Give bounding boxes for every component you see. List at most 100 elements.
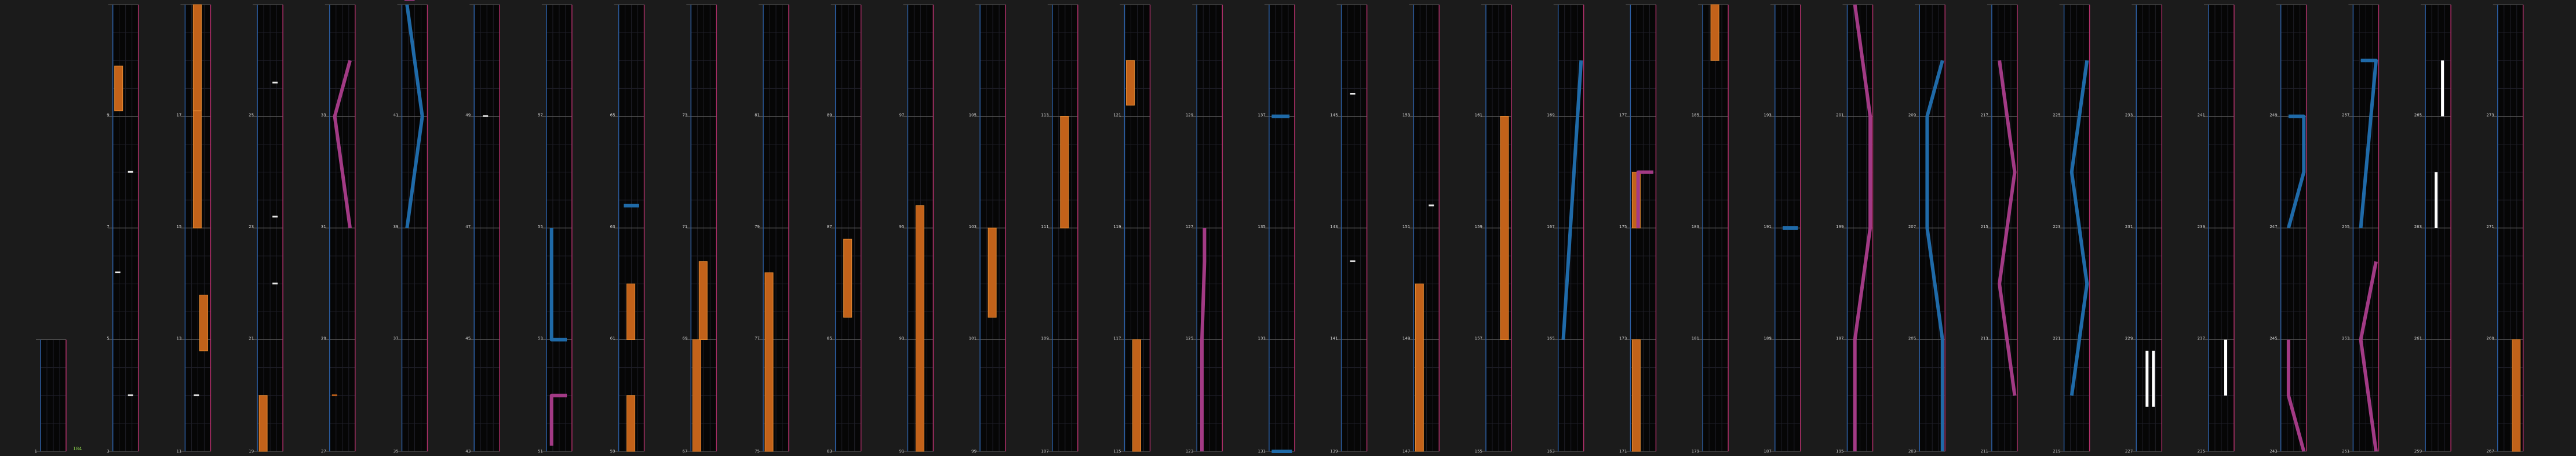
measure-number: 269 (2486, 336, 2494, 341)
hold-note (192, 4, 202, 111)
measure-number: 163 (1547, 449, 1554, 454)
measure-number: 217 (1981, 113, 1988, 118)
measure-number: 273 (2486, 113, 2494, 118)
measure-number: 137 (1258, 113, 1266, 118)
measure-column (1842, 4, 1874, 452)
slide-path (2286, 339, 2306, 452)
measure-number: 107 (1041, 449, 1048, 454)
slide-path (1200, 228, 1207, 451)
measure-number: 45 (465, 336, 471, 341)
measure-column (686, 4, 717, 452)
measure-number: 221 (2053, 336, 2060, 341)
note-layer (114, 0, 2521, 453)
measure-number: 259 (2414, 449, 2422, 454)
measure-number: 175 (1619, 225, 1627, 229)
slide-path (2069, 60, 2089, 396)
measure-number: 5 (107, 336, 109, 341)
measure-number: 131 (1258, 449, 1266, 454)
hold-note (692, 339, 701, 452)
measure-number: 67 (682, 449, 687, 454)
measure-number: 59 (610, 449, 615, 454)
measure-number: 143 (1330, 225, 1338, 229)
hold-note (1060, 116, 1069, 229)
measure-number: 235 (2198, 449, 2205, 454)
measure-number: 149 (1402, 336, 1410, 341)
measure-number: 1 (35, 449, 37, 454)
hold-note (1500, 116, 1509, 340)
measure-column (1192, 4, 1223, 452)
measure-column (1264, 4, 1295, 452)
measure-column (1626, 4, 1657, 452)
measure-number: 257 (2342, 113, 2349, 118)
measure-number: 119 (1113, 225, 1121, 229)
tap-note (272, 215, 278, 218)
measure-column (2059, 4, 2090, 452)
measure-number: 271 (2486, 225, 2494, 229)
slide-path (2287, 114, 2306, 229)
measure-column (253, 4, 283, 452)
measure-column (325, 4, 356, 452)
measure-number: 49 (465, 113, 471, 118)
hold-note (626, 283, 636, 340)
stick-note (2152, 350, 2155, 407)
measure-number: 187 (1764, 449, 1771, 454)
measure-number: 165 (1547, 336, 1554, 341)
tap-note (272, 81, 278, 84)
measure-number: 27 (321, 449, 326, 454)
measure-number: 43 (465, 449, 471, 454)
measure-column (1915, 4, 1945, 452)
measure-number: 161 (1475, 113, 1482, 118)
measure-number: 71 (682, 225, 687, 229)
measure-number: 139 (1330, 449, 1338, 454)
measure-number: 55 (538, 225, 543, 229)
measure-number: 47 (465, 225, 471, 229)
hold-note (1126, 60, 1135, 106)
slide-path (1561, 60, 1583, 340)
measure-column (2204, 4, 2235, 452)
measure-number: 157 (1475, 336, 1482, 341)
measure-number: 229 (2125, 336, 2133, 341)
bpm-readout: 184 (73, 446, 82, 451)
measure-number: 117 (1113, 336, 1121, 341)
tap-note (1350, 93, 1356, 95)
hold-note (2512, 339, 2521, 452)
tap-note (127, 171, 133, 173)
slide-path (1925, 60, 1944, 451)
measure-number: 17 (176, 113, 181, 118)
measure-number: 191 (1764, 225, 1771, 229)
hold-note (1415, 283, 1424, 452)
hold-note (258, 395, 268, 452)
measure-number: 37 (393, 336, 399, 341)
measure-number: 247 (2269, 225, 2277, 229)
measure-number: 249 (2269, 113, 2277, 118)
measure-number: 213 (1981, 336, 1988, 341)
measure-number: 189 (1764, 336, 1771, 341)
measure-number: 123 (1186, 449, 1193, 454)
tap-note (331, 394, 337, 396)
measure-number: 129 (1186, 113, 1193, 118)
measure-number: 29 (321, 336, 326, 341)
measure-number: 111 (1041, 225, 1048, 229)
measure-column (759, 4, 789, 452)
measure-number: 209 (1908, 113, 1916, 118)
measure-number: 95 (899, 225, 904, 229)
measure-number: 231 (2125, 225, 2133, 229)
measure-number: 261 (2414, 336, 2422, 341)
measure-number: 267 (2486, 449, 2494, 454)
measure-number: 41 (393, 113, 399, 118)
slide-path (1853, 4, 1872, 451)
measure-number: 183 (1692, 225, 1699, 229)
measure-number: 179 (1692, 449, 1699, 454)
measure-number: 169 (1547, 113, 1554, 118)
hold-note (1631, 339, 1641, 452)
measure-number: 145 (1330, 113, 1338, 118)
measure-column (397, 4, 428, 452)
measure-number: 9 (107, 113, 109, 118)
measure-column (2421, 4, 2451, 452)
measure-number: 31 (321, 225, 326, 229)
measure-number: 7 (107, 225, 109, 229)
measure-number: 73 (682, 113, 687, 118)
measure-number: 155 (1475, 449, 1482, 454)
measure-number: 19 (249, 449, 254, 454)
